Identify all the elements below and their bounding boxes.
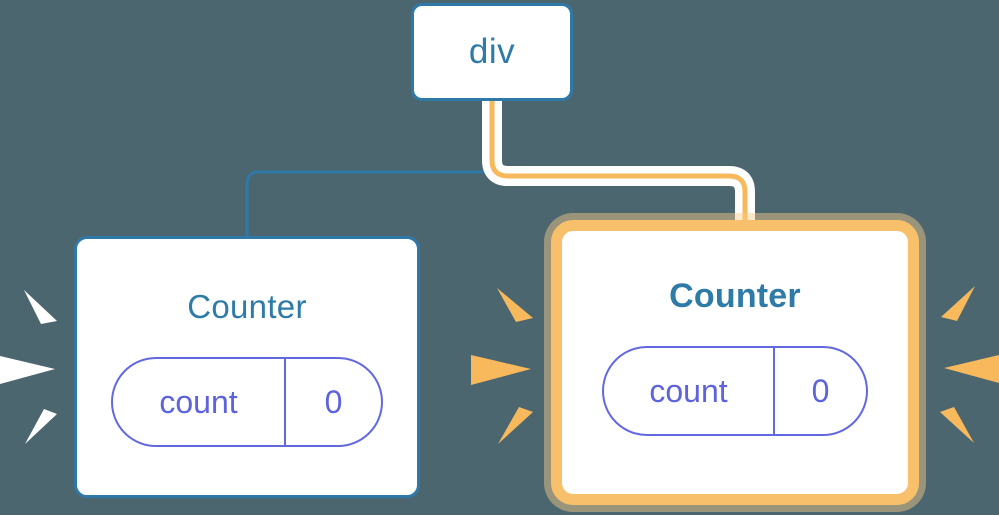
spark-icon xyxy=(0,356,55,384)
node-div-label: div xyxy=(468,32,516,71)
node-counter-left[interactable]: Counter count 0 xyxy=(74,236,420,498)
node-div[interactable]: div xyxy=(411,3,573,101)
counter-right-state-pill: count 0 xyxy=(602,346,868,436)
spark-icon xyxy=(941,286,975,321)
node-counter-right[interactable]: Counter count 0 xyxy=(551,220,919,505)
counter-left-state-value: 0 xyxy=(324,383,343,420)
spark-icon xyxy=(944,355,999,383)
spark-group-counter-right-right xyxy=(940,286,999,443)
counter-left-title: Counter xyxy=(187,288,307,325)
counter-right-state-key: count xyxy=(604,348,775,434)
counter-left-state-key: count xyxy=(113,359,286,445)
edge-div-to-counter-right xyxy=(489,101,748,240)
spark-icon xyxy=(497,288,533,322)
spark-icon xyxy=(25,409,57,444)
spark-group-counter-left xyxy=(0,290,57,444)
spark-icon xyxy=(24,290,57,324)
spark-icon xyxy=(498,407,533,444)
spark-icon xyxy=(471,355,531,385)
counter-right-state-value: 0 xyxy=(811,372,830,409)
spark-icon xyxy=(940,407,974,443)
counter-left-state-pill: count 0 xyxy=(111,357,383,447)
counter-right-title: Counter xyxy=(669,277,801,315)
spark-group-counter-right-left xyxy=(471,288,533,444)
